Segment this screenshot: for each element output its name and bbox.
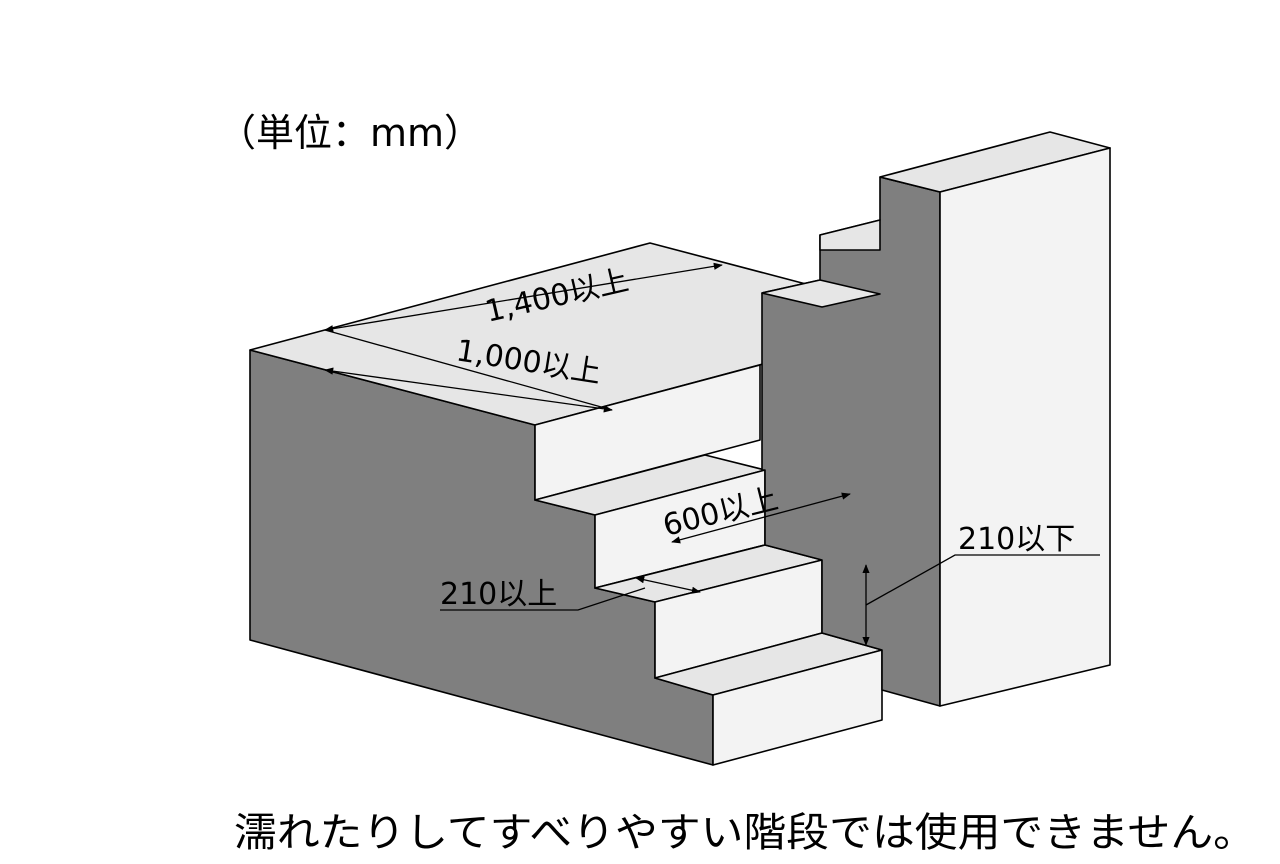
leader-riser-height [865,554,1100,606]
unit-label: （単位：mm） [218,111,482,155]
wall-front-face [939,147,1111,707]
dim-line-platform-width-ref [324,329,613,411]
label-tread-depth-min: 210以上 [440,577,557,612]
wall-step-top-1 [761,279,881,308]
wall-step-top-2 [819,219,881,251]
step4-riser [712,649,883,766]
dim-line-tread-depth-min [635,576,701,594]
leader-tread-depth-min [440,587,646,611]
step1-riser [534,364,761,501]
warning-caption: 濡れたりしてすべりやすい階段では使用できません。 [234,810,1256,856]
label-riser-height: 210以下 [958,522,1075,557]
dim-line-platform-width [324,367,613,413]
dim-line-platform-length [324,262,723,333]
dim-line-tread-depth [671,492,851,544]
